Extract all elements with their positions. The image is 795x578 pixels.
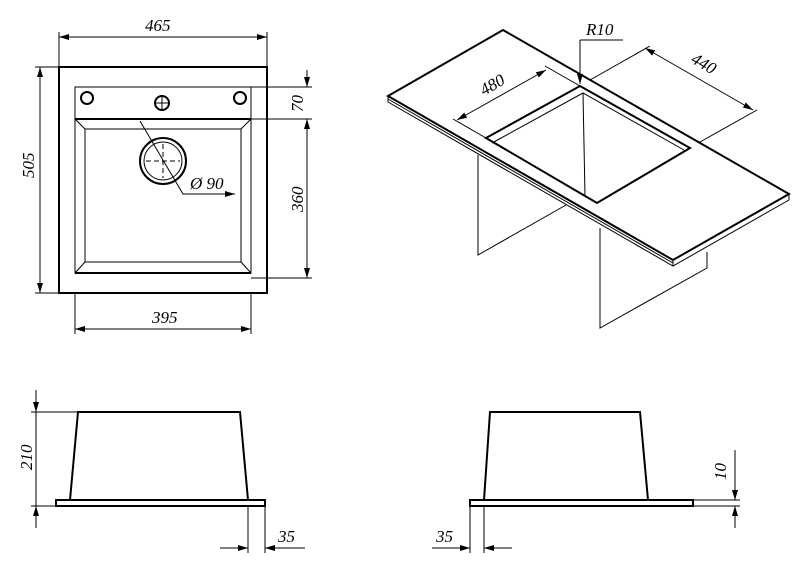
tap-hole-icon — [154, 95, 170, 111]
countertop-edge — [387, 96, 790, 267]
corner-radius-label: R10 — [585, 20, 614, 39]
width-overall-label: 465 — [145, 16, 171, 35]
drain-diameter-dimension: Ø 90 — [139, 120, 235, 197]
flange-overhang-dimension: 35 — [432, 506, 512, 553]
bowl-depth-dimension: 360 — [288, 119, 310, 278]
top-view: Ø 90 465 505 70 360 395 — [19, 16, 312, 334]
cutout-width-dimension: 480 — [452, 65, 581, 139]
front-section-view: 210 35 — [17, 390, 305, 553]
bowl-profile — [69, 411, 249, 501]
tap-strip-label: 70 — [288, 95, 307, 113]
countertop — [385, 28, 792, 262]
bowl-bevel — [74, 118, 252, 274]
accessory-hole-icon — [233, 91, 247, 105]
cutout-depth-label: 440 — [688, 49, 720, 78]
flange — [55, 499, 266, 507]
flange-thickness-label: 10 — [711, 463, 730, 481]
depth-overall-label: 505 — [19, 153, 38, 179]
depth-overall-dimension: 505 — [19, 66, 59, 294]
sink-inner — [491, 92, 685, 197]
bowl-height-label: 210 — [17, 444, 36, 470]
bowl-width-dimension: 395 — [74, 293, 252, 334]
flange-thickness-dimension: 10 — [693, 450, 740, 528]
sink-cutout — [483, 84, 692, 205]
bowl-bottom — [84, 128, 242, 263]
flange-overhang-label: 35 — [277, 527, 295, 546]
bowl-profile — [483, 411, 649, 501]
width-overall-dimension: 465 — [58, 16, 268, 67]
bowl-height-dimension: 210 — [17, 390, 78, 528]
flange-overhang-label: 35 — [435, 527, 453, 546]
tap-strip-dimension: 70 — [251, 70, 312, 279]
cutout-width-label: 480 — [477, 70, 509, 99]
left-support-panel — [477, 155, 567, 256]
bowl-width-label: 395 — [151, 308, 178, 327]
corner-radius-dimension: R10 — [577, 20, 623, 84]
bowl-depth-label: 360 — [288, 186, 307, 213]
side-section-view: 10 35 — [432, 411, 740, 553]
right-support-panel — [599, 228, 708, 329]
isometric-view: 480 440 R10 — [385, 20, 792, 329]
sink-outline — [58, 66, 268, 294]
flange — [469, 499, 694, 507]
flange-overhang-dimension: 35 — [220, 506, 305, 553]
drain-diameter-label: Ø 90 — [189, 174, 224, 193]
accessory-hole-icon — [80, 91, 94, 105]
